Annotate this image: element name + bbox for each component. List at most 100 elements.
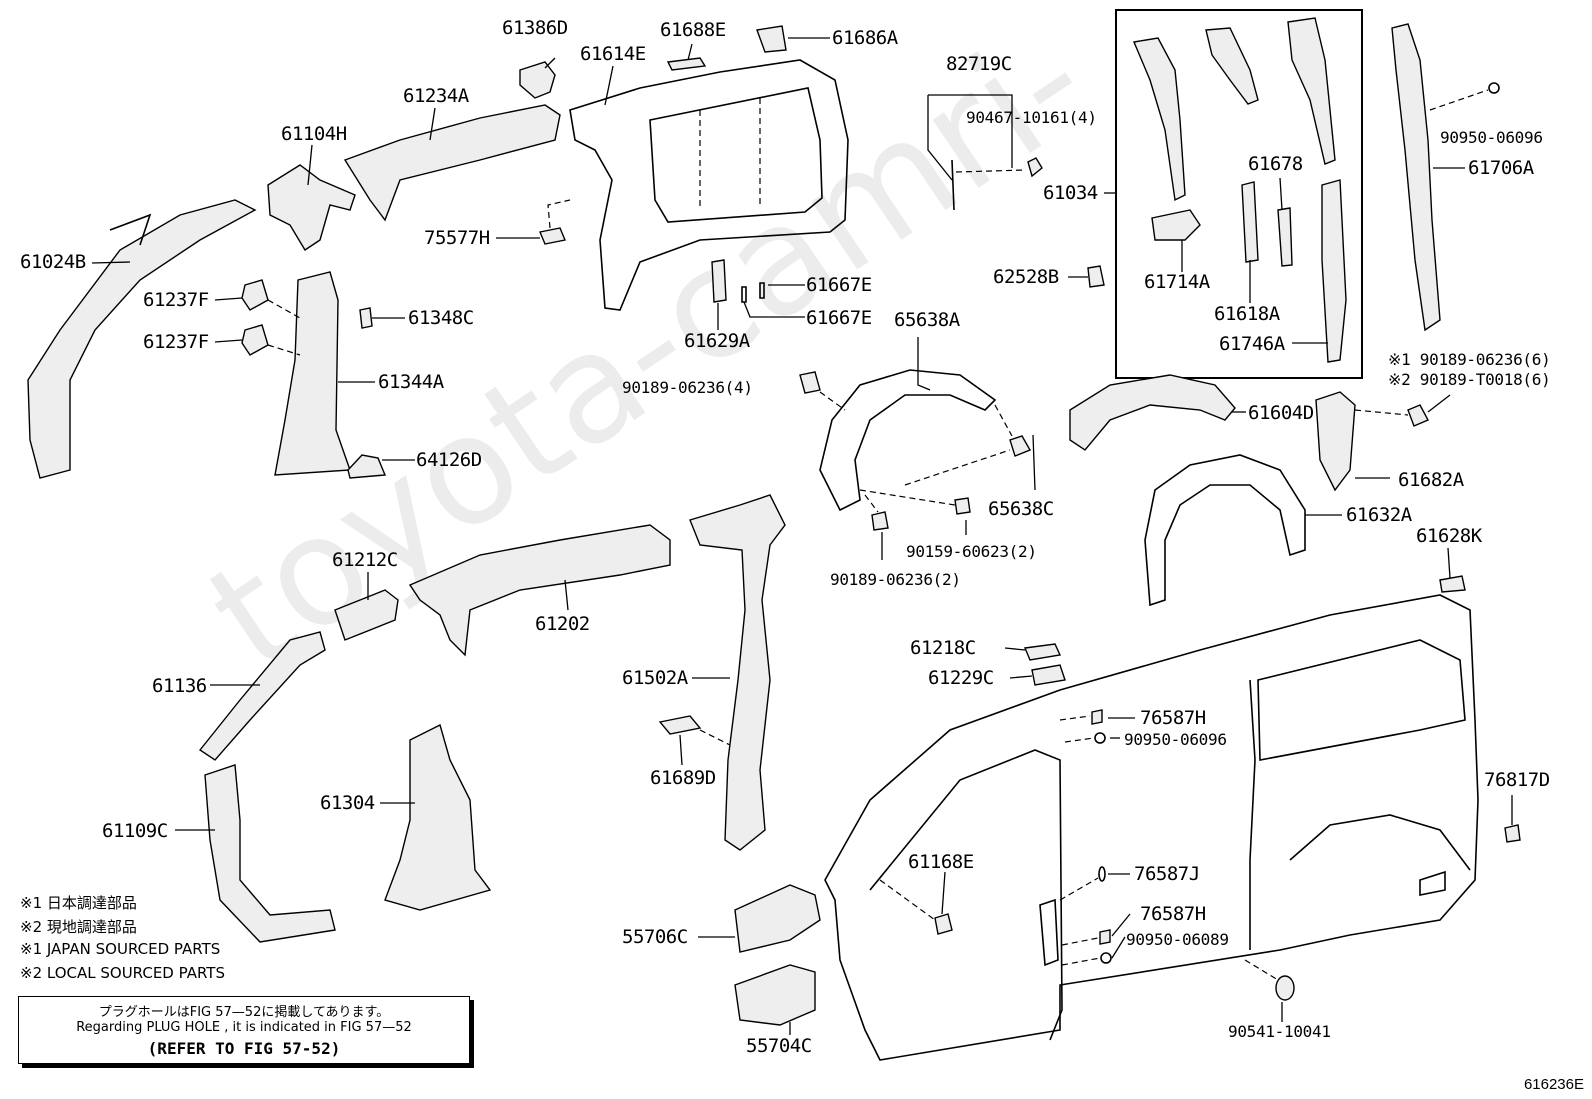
label-61202: 61202 [535, 613, 590, 635]
label-90189-06236-6: ※1 90189-06236(6) [1388, 350, 1551, 369]
label-76587H-b: 76587H [1140, 903, 1206, 925]
label-61024B: 61024B [20, 251, 86, 273]
label-62528B: 62528B [993, 266, 1059, 288]
part-90159-60623 [954, 497, 971, 515]
label-61386D: 61386D [502, 17, 568, 39]
label-90189-06236-2: 90189-06236(2) [830, 570, 961, 589]
part-65638C [1009, 435, 1032, 457]
label-61688E: 61688E [660, 19, 726, 41]
label-61109C: 61109C [102, 820, 168, 842]
label-61667E-a: 61667E [806, 274, 872, 296]
label-61686A: 61686A [832, 27, 898, 49]
part-55706C [734, 884, 821, 953]
label-90189-T0018: ※2 90189-T0018(6) [1388, 370, 1551, 389]
part-61688E [666, 57, 707, 71]
part-61344A [274, 271, 351, 476]
part-90950-06096-b [1094, 732, 1106, 744]
part-61304 [384, 723, 492, 911]
part-61629A [711, 259, 727, 303]
part-61682A [1315, 391, 1356, 492]
label-90950-06096-a: 90950-06096 [1440, 128, 1543, 147]
part-61237F-a [241, 279, 269, 311]
part-75577H [539, 227, 566, 245]
part-61686A [756, 25, 787, 53]
label-61746A: 61746A [1219, 333, 1285, 355]
part-61632A [1144, 454, 1306, 607]
part-61628K [1439, 575, 1466, 593]
label-61136: 61136 [152, 675, 207, 697]
figure-id: 616236E [1523, 1076, 1584, 1093]
part-61218C [1024, 643, 1062, 661]
part-61136 [198, 631, 326, 761]
part-61678 [1277, 207, 1293, 267]
label-90467-10161: 90467-10161(4) [966, 108, 1097, 127]
part-61604D [1069, 374, 1236, 451]
part-76587H-a [1091, 709, 1103, 725]
label-90950-06089: 90950-06089 [1126, 930, 1229, 949]
part-61024B [27, 199, 257, 479]
part-inset-3 [1287, 17, 1336, 165]
label-61682A: 61682A [1398, 469, 1464, 491]
part-inset-2 [1205, 27, 1259, 105]
label-61678: 61678 [1248, 153, 1303, 175]
label-61168E: 61168E [908, 851, 974, 873]
part-61348C [359, 307, 373, 329]
label-61632A: 61632A [1346, 504, 1412, 526]
part-61237F-b [241, 324, 269, 356]
part-76817D [1504, 824, 1521, 843]
label-61034: 61034 [1043, 182, 1098, 204]
part-body-side [824, 594, 1479, 1061]
part-61614E [569, 59, 849, 311]
label-55706C: 55706C [622, 926, 688, 948]
part-90189-06236-4 [799, 371, 821, 394]
label-61628K: 61628K [1416, 525, 1482, 547]
part-61229C [1031, 664, 1066, 686]
leader-lines [91, 37, 1513, 1035]
label-61229C: 61229C [928, 667, 994, 689]
label-64126D: 64126D [416, 449, 482, 471]
label-76817D: 76817D [1484, 769, 1550, 791]
part-61689D [658, 715, 702, 735]
label-61304: 61304 [320, 792, 375, 814]
note-jp1: ※1 日本調達部品 [20, 894, 137, 912]
reference-jp: プラグホールはFIG 57—52に掲載してあります。 [98, 1005, 390, 1020]
part-82719C [951, 159, 955, 211]
label-65638C: 65638C [988, 498, 1054, 520]
label-55704C: 55704C [746, 1035, 812, 1057]
part-inset-1 [1133, 37, 1186, 202]
part-61109C [204, 764, 336, 943]
label-65638A: 65638A [894, 309, 960, 331]
part-62528B [1087, 265, 1105, 288]
part-61212C [334, 589, 399, 641]
label-61212C: 61212C [332, 549, 398, 571]
label-61237F-b: 61237F [143, 331, 209, 353]
label-61237F-a: 61237F [143, 289, 209, 311]
label-61629A: 61629A [684, 330, 750, 352]
part-61104H [267, 164, 356, 251]
label-61614E: 61614E [580, 43, 646, 65]
reference-box: プラグホールはFIG 57—52に掲載してあります。 Regarding PLU… [18, 996, 470, 1064]
part-64126D [347, 454, 387, 479]
part-90467-clip [1027, 157, 1043, 178]
label-61618A: 61618A [1214, 303, 1280, 325]
label-76587J: 76587J [1134, 863, 1200, 885]
label-61706A: 61706A [1468, 157, 1534, 179]
part-61234A [343, 104, 561, 222]
part-90189-06236-2 [871, 511, 889, 531]
part-90950-06096-a [1488, 82, 1500, 94]
label-76587H-a: 76587H [1140, 707, 1206, 729]
part-61706A [1391, 23, 1441, 332]
part-61386D [519, 61, 556, 99]
label-61104H: 61104H [281, 123, 347, 145]
part-90950-06089 [1100, 952, 1112, 964]
label-61689D: 61689D [650, 767, 716, 789]
note-en1: ※1 JAPAN SOURCED PARTS [20, 940, 221, 958]
label-82719C: 82719C [946, 53, 1012, 75]
reference-refer: (REFER TO FIG 57-52) [147, 1039, 341, 1058]
part-76587H-b [1099, 929, 1111, 945]
part-90189-T0018 [1407, 404, 1429, 427]
part-76587J [1098, 866, 1106, 882]
label-61502A: 61502A [622, 667, 688, 689]
